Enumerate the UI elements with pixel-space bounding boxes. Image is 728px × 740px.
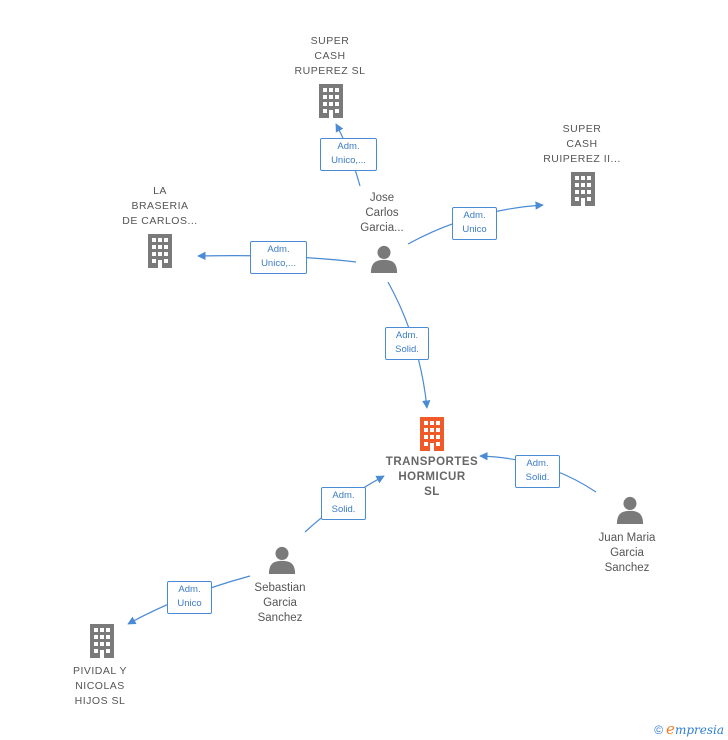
edge-label-jose-la-braseria[interactable]: Adm. Unico,...: [250, 241, 307, 274]
person-icon[interactable]: [616, 496, 644, 524]
brand-logo-letter: e: [666, 720, 675, 738]
building-icon[interactable]: [90, 624, 114, 658]
node-label-super-cash-ruiperez-ii[interactable]: SUPER CASH RUIPEREZ II...: [543, 123, 621, 165]
building-icon[interactable]: [319, 84, 343, 118]
edge-label-sebastian-pividal[interactable]: Adm. Unico: [167, 581, 212, 614]
node-label-jose-carlos[interactable]: Jose Carlos Garcia...: [360, 192, 404, 234]
edge-label-jose-super-cash-ruperez[interactable]: Adm. Unico,...: [320, 138, 377, 171]
person-icon[interactable]: [370, 245, 398, 273]
edge-label-jose-super-cash-ruiperez-ii[interactable]: Adm. Unico: [452, 207, 497, 240]
node-label-juan-maria[interactable]: Juan Maria Garcia Sanchez: [598, 532, 656, 574]
person-icon[interactable]: [268, 546, 296, 574]
node-label-transportes[interactable]: TRANSPORTES HORMICUR SL: [385, 456, 479, 498]
building-icon[interactable]: [148, 234, 172, 268]
node-label-la-braseria[interactable]: LA BRASERIA DE CARLOS...: [122, 185, 198, 227]
node-label-pividal[interactable]: PIVIDAL Y NICOLAS HIJOS SL: [72, 665, 128, 707]
node-label-super-cash-ruperez[interactable]: SUPER CASH RUPEREZ SL: [294, 35, 366, 77]
copyright-symbol: ©: [654, 723, 664, 737]
edge-label-juan-maria-transportes[interactable]: Adm. Solid.: [515, 455, 560, 488]
brand-logo-text: mpresia: [674, 723, 724, 737]
brand-footer: ©empresia: [654, 720, 724, 738]
edge-label-jose-transportes[interactable]: Adm. Solid.: [385, 327, 429, 360]
building-icon[interactable]: [571, 172, 595, 206]
building-icon[interactable]: [420, 417, 444, 451]
edge-label-sebastian-transportes[interactable]: Adm. Solid.: [321, 487, 366, 520]
node-label-sebastian[interactable]: Sebastian Garcia Sanchez: [254, 582, 306, 624]
